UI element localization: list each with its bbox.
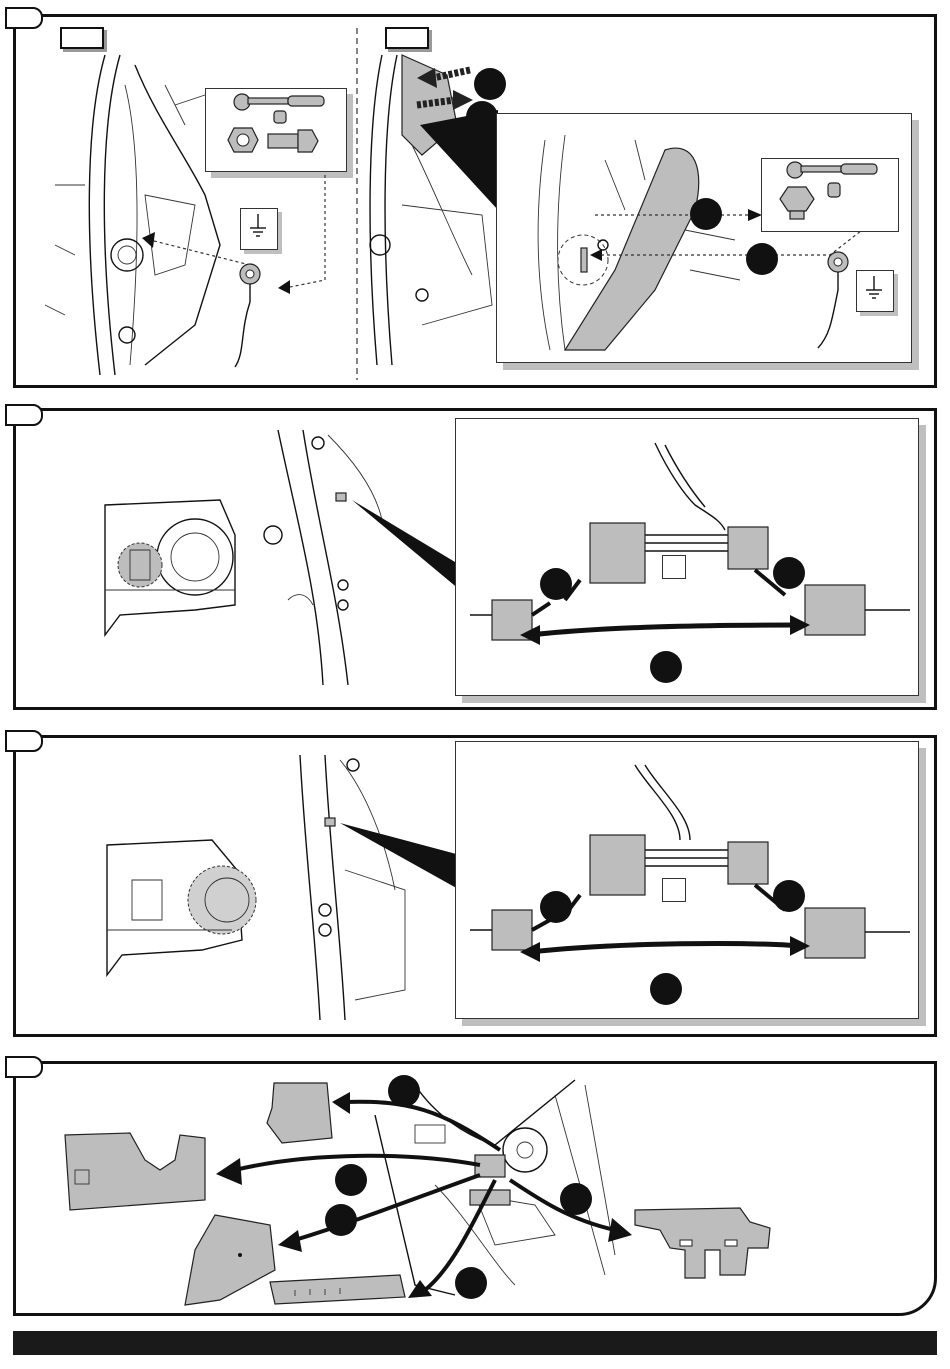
vehicle-rear-illustration-3 [102, 840, 257, 980]
step-tab-1 [5, 7, 43, 29]
nut-icon [228, 126, 258, 154]
panel-divider [356, 28, 358, 380]
detail-bolt-icon [780, 185, 816, 221]
step-marker-3a [540, 891, 572, 923]
washer-icon [272, 110, 288, 124]
step-marker-4c [325, 1204, 357, 1236]
step-tab-3 [5, 730, 43, 752]
wiring-harness-3 [470, 760, 910, 970]
step-marker-1c [690, 198, 722, 230]
step-marker-4b [335, 1164, 367, 1196]
removed-bracket [630, 1200, 775, 1285]
step-marker-1a [474, 68, 506, 100]
step-marker-2a [540, 568, 572, 600]
callout-wedge-3 [340, 815, 462, 895]
callout-wedge [420, 105, 500, 215]
ratchet-wrench-icon [232, 92, 332, 112]
vehicle-rear-illustration [100, 495, 240, 640]
step-marker-4d [560, 1183, 592, 1215]
footer-bar [13, 1331, 937, 1355]
step-marker-4a [388, 1075, 420, 1107]
step-marker-4e [455, 1267, 487, 1299]
step-marker-2c [650, 651, 682, 683]
connector-label-box-2 [662, 555, 686, 579]
removed-panel-knee-bolster [60, 1130, 210, 1215]
detail-washer-icon [826, 182, 842, 198]
step-marker-1d [746, 243, 778, 275]
callout-wedge-2 [352, 495, 462, 595]
ring-terminal-icon [230, 262, 280, 372]
detail-ring-terminal-icon [818, 250, 858, 350]
bolt-icon [268, 128, 318, 156]
connector-label-box-3 [662, 878, 686, 902]
wiring-harness-2 [470, 435, 910, 645]
step-tab-4 [5, 1056, 43, 1078]
step-marker-2b [773, 557, 805, 589]
detail-ground-symbol-icon [864, 276, 884, 304]
step-marker-3b [773, 880, 805, 912]
step-tab-2 [5, 404, 43, 426]
detail-ratchet-icon [785, 160, 885, 180]
step-marker-3c [650, 973, 682, 1005]
